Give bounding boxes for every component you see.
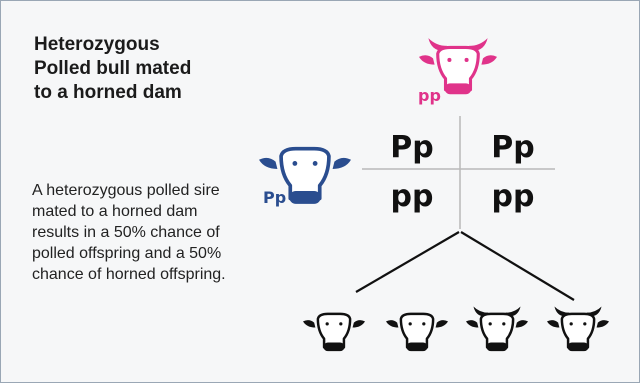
branch-line-left [355, 231, 460, 293]
diagram-description: A heterozygous polled sire mated to a ho… [32, 182, 226, 283]
diagram-title: Heterozygous Polled bull mated to a horn… [34, 34, 192, 103]
branch-line-right [460, 231, 575, 301]
sire-genotype-label: Pp [263, 188, 286, 207]
offspring-polled-icon [384, 312, 450, 353]
offspring-horned-icon [547, 306, 609, 351]
offspring-polled-icon [301, 312, 367, 353]
punnett-cell: Pp [491, 130, 534, 165]
dam-genotype-label: pp [418, 86, 441, 105]
offspring-horned-icon [466, 306, 528, 351]
punnett-cell: pp [492, 179, 535, 214]
punnett-cell: pp [391, 179, 434, 214]
punnett-cell: Pp [390, 130, 433, 165]
